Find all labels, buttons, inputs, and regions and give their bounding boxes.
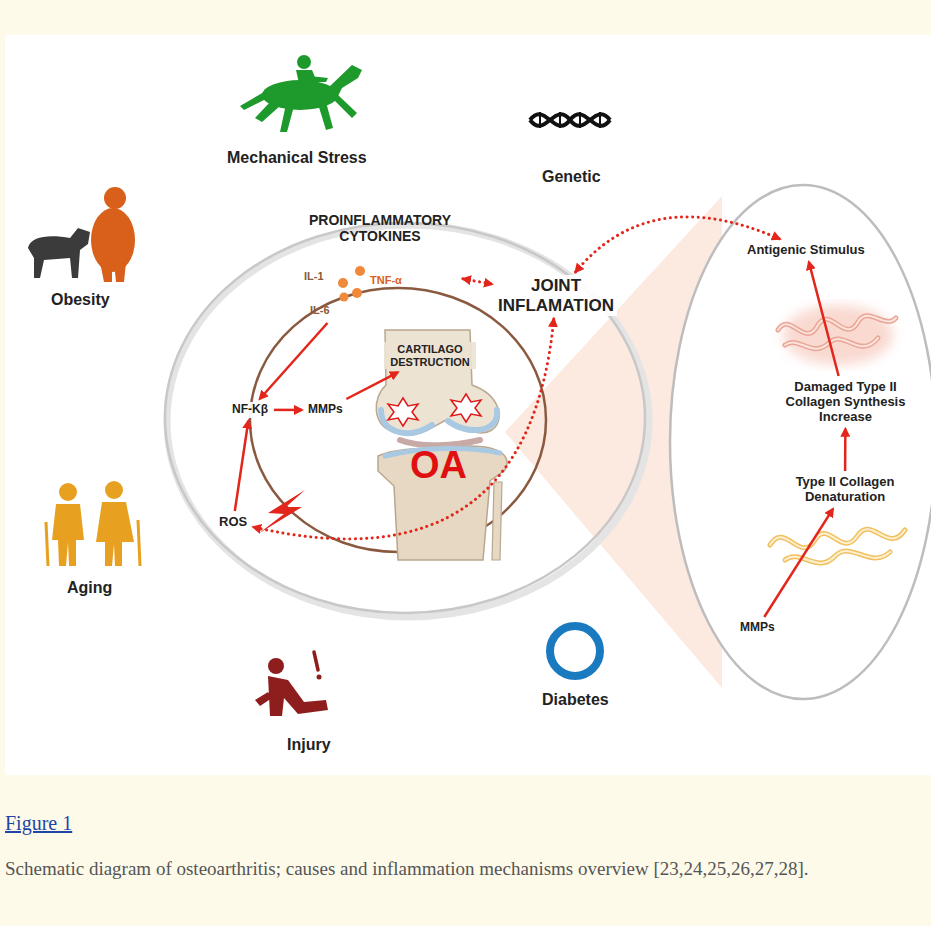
aging-icon-part	[59, 483, 77, 501]
cytokine-label: TNF-α	[370, 274, 402, 287]
node-text: MMPs	[740, 621, 775, 635]
arrow	[235, 421, 249, 511]
zoom-ellipse	[670, 185, 931, 699]
aging-icon	[46, 481, 140, 566]
obesity-icon-part	[28, 228, 90, 278]
injury-icon-part	[268, 676, 328, 716]
node-text: MMPs	[308, 403, 343, 417]
cause-label: Aging	[67, 579, 112, 597]
obesity-icon-part	[91, 208, 135, 272]
arrow	[809, 262, 839, 376]
cause-label: Genetic	[542, 168, 601, 186]
arrow	[274, 409, 302, 412]
aging-icon-part	[105, 481, 123, 499]
damaged-collagen-part	[778, 316, 896, 349]
damaged-collagen	[778, 305, 896, 365]
node-heading: PROINFLAMMATORY CYTOKINES	[300, 212, 460, 244]
outer-circle	[165, 223, 645, 613]
aging-icon-part	[96, 502, 134, 566]
pathway-box: NF-Kβ	[229, 402, 271, 418]
obesity-icon	[28, 187, 135, 282]
node-text: ROS	[219, 515, 247, 530]
dna-icon-part	[530, 114, 610, 126]
knee-illustration-part	[376, 330, 499, 435]
obesity-icon-part	[100, 262, 126, 282]
horse-icon	[240, 55, 362, 132]
node-text: Damaged Type II Collagen Synthesis Incre…	[766, 380, 925, 425]
cytokine-dots-part	[338, 278, 348, 288]
aging-icon-part	[52, 504, 84, 566]
node-text: NF-Kβ	[232, 403, 268, 417]
horse-icon-part	[328, 65, 362, 100]
collagen-box: Damaged Type II Collagen Synthesis Incre…	[763, 379, 928, 426]
horse-icon-part	[297, 55, 311, 69]
arrow	[260, 323, 328, 399]
knee-illustration	[376, 330, 507, 560]
arrow	[764, 509, 833, 617]
collagen-box: Type II Collagen Denaturation	[780, 474, 910, 506]
inflammation-box: JOINT INFLAMATION	[495, 275, 617, 316]
injury-icon-part	[314, 652, 318, 670]
injury-icon	[255, 652, 328, 716]
cause-label: Mechanical Stress	[227, 149, 367, 167]
horse-icon-part	[296, 70, 328, 88]
knee-illustration-part	[492, 482, 502, 560]
cytokine-dots	[338, 266, 365, 302]
knee-illustration-part	[451, 394, 481, 422]
aging-icon-part	[46, 522, 48, 566]
node-text: Antigenic Stimulus	[747, 243, 865, 258]
denatured-collagen-part	[770, 529, 905, 563]
node-text: CARTILAGO DESTRUCTION	[387, 343, 473, 368]
cytokine-dots-part	[355, 266, 365, 276]
denatured-collagen	[770, 529, 905, 563]
aging-icon-part	[138, 520, 140, 566]
figure-caption: Schematic diagram of osteoarthritis; cau…	[5, 858, 925, 880]
disease-label: OA	[410, 444, 467, 487]
cause-label: Diabetes	[542, 691, 609, 709]
stimulus-box: Antigenic Stimulus	[744, 242, 868, 259]
knee-illustration-part	[388, 398, 418, 426]
arrow	[346, 372, 398, 399]
horse-icon-part	[240, 92, 268, 110]
cytokine-label: IL-1	[304, 270, 324, 283]
dotted-arrow	[463, 279, 492, 284]
cytokine-dots-part	[340, 293, 349, 302]
cause-label: Injury	[287, 736, 331, 754]
node-text: JOINT INFLAMATION	[498, 276, 614, 315]
diabetes-icon	[550, 626, 600, 676]
pathway-box: MMPs	[305, 402, 346, 418]
arrow	[844, 429, 847, 471]
cytokine-group: PROINFLAMMATORY CYTOKINES IL-1 TNF-αIL-6	[300, 208, 460, 320]
horse-icon-part	[255, 95, 357, 132]
ros-lightning	[258, 490, 305, 534]
denatured-collagen-part	[770, 529, 905, 563]
dna-icon	[530, 112, 610, 128]
dna-icon-part	[540, 112, 600, 128]
obesity-icon-part	[104, 187, 126, 209]
pathway-box: ROS	[216, 514, 250, 531]
injury-icon-part	[255, 692, 272, 706]
damaged-collagen-part	[778, 316, 896, 349]
cytokine-label: IL-6	[310, 304, 330, 317]
dna-icon-part	[530, 114, 610, 126]
damaged-collagen-part	[783, 305, 893, 365]
cause-label: Obesity	[51, 291, 110, 309]
dotted-arrow	[253, 319, 554, 539]
injury-icon-part	[317, 675, 322, 680]
damage-box: CARTILAGO DESTRUCTION	[384, 342, 476, 369]
cytokine-dots-part	[352, 288, 362, 298]
figure-title: Figure 1	[5, 812, 72, 835]
injury-icon-part	[268, 658, 284, 674]
node-text: Type II Collagen Denaturation	[783, 475, 907, 505]
enzyme-box: MMPs	[737, 620, 778, 636]
